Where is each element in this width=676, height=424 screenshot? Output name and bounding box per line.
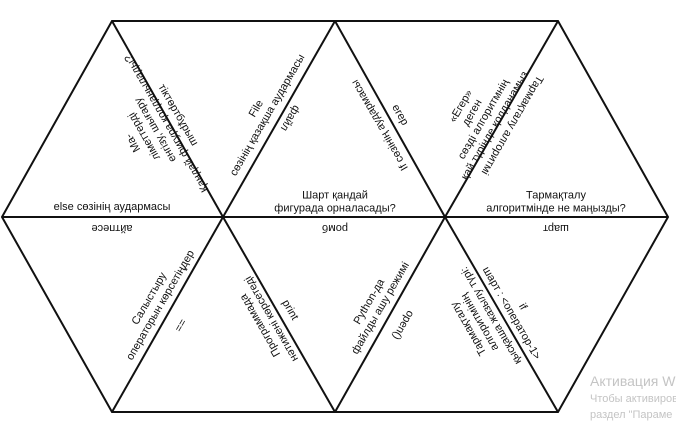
piece-label-b5-top: шарт [543, 222, 569, 234]
piece-text-line: else сөзінің аудармасы [54, 201, 171, 213]
diagonal-line [222, 216, 336, 413]
puzzle-grid [0, 20, 670, 413]
diagonal-line [444, 20, 559, 218]
piece-label-b3-left: print [279, 298, 300, 323]
piece-label-t3-left: файл [278, 103, 302, 133]
activation-watermark-title: Активация W [590, 373, 676, 389]
piece-text-line: файл [278, 103, 302, 133]
diagonal-line [334, 216, 446, 413]
piece-text-line: Шарт қандай [302, 190, 368, 202]
diagonal-line [111, 20, 224, 218]
piece-text-line: print [279, 298, 300, 323]
piece-text-line: операторын көрсетіңдер [124, 248, 197, 362]
diagonal-line [444, 216, 559, 413]
diagonal-line [222, 20, 336, 218]
activation-watermark-line: Чтобы активиров [590, 393, 676, 405]
piece-text-line: if [516, 301, 530, 313]
diagonal-line [334, 20, 446, 218]
piece-text-line: алгоритмінде не маңызды? [486, 203, 626, 215]
piece-text-line: шарт [543, 222, 569, 234]
diagonal-line [111, 216, 224, 413]
piece-label-b2-left: == [172, 316, 189, 333]
piece-text-line: ромб [322, 222, 348, 234]
piece-label-b4-left: open() [390, 308, 416, 342]
piece-label-t1-bottom: else сөзінің аудармасы [54, 201, 171, 213]
piece-text-line: фигурада орналасады? [274, 203, 395, 215]
piece-text-line: == [172, 316, 189, 333]
activation-watermark-line: раздел "Параме [590, 409, 673, 421]
piece-text-line: айтпесе [92, 222, 133, 234]
piece-label-b3-top: ромб [322, 222, 348, 234]
piece-text-line: Тармақталу [526, 190, 586, 202]
piece-text-line: open() [390, 308, 416, 342]
piece-label-b1-top: айтпесе [92, 222, 133, 234]
